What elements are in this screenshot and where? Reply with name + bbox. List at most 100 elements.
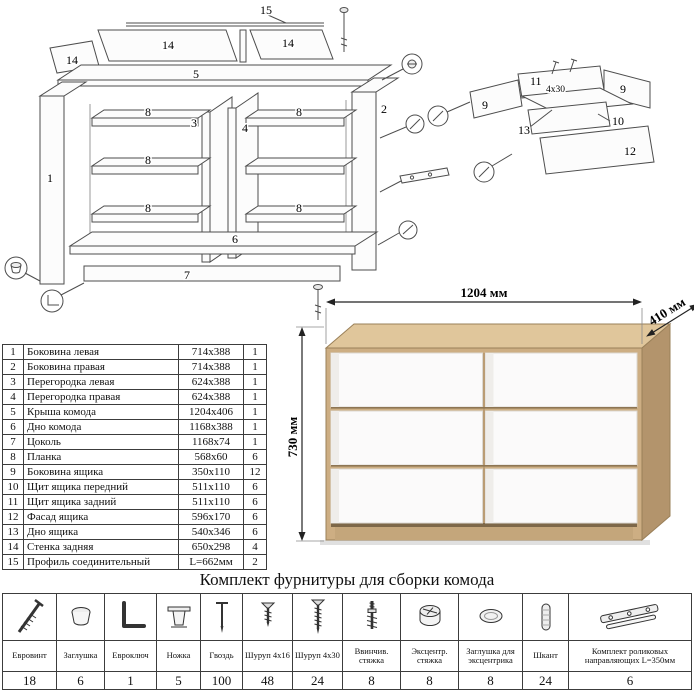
hardware-qty: 8 <box>458 671 523 690</box>
eccentric-cam-icon <box>419 605 440 626</box>
screw-4x16-icon <box>260 602 275 627</box>
hardware-label: Евроключ <box>104 640 157 672</box>
plank-shapes <box>90 109 358 223</box>
height-label: 730 мм <box>286 417 300 458</box>
product-render: 1204 мм 410 мм 730 мм <box>285 282 694 574</box>
drawer-front <box>330 410 483 466</box>
part-number: 10 <box>2 479 24 495</box>
part-number: 11 <box>2 494 24 510</box>
part-name: Щит ящика задний <box>23 494 179 510</box>
part-name: Цоколь <box>23 434 179 450</box>
drawer-side-left-shape <box>469 79 523 119</box>
hardware-label: Ввинчив. стяжка <box>342 640 401 672</box>
hardware-qty: 8 <box>342 671 401 690</box>
hardware-label: Эксцентр. стяжка <box>400 640 459 672</box>
drawer-front-shield-shape <box>527 101 611 135</box>
cap-icon <box>71 607 90 626</box>
part-label-9: 9 <box>482 98 488 112</box>
hardware-qty: 1 <box>104 671 157 690</box>
part-label-13: 13 <box>518 123 530 137</box>
part-qty: 6 <box>243 509 267 525</box>
part-label-1: 1 <box>47 171 53 185</box>
drawer-front <box>485 468 638 524</box>
part-number: 13 <box>2 524 24 540</box>
plinth <box>335 527 633 540</box>
part-number: 6 <box>2 419 24 435</box>
height-dimension: 730 мм <box>285 326 324 542</box>
part-number: 9 <box>2 464 24 480</box>
hardware-qty: 24 <box>522 671 569 690</box>
drawer-front <box>485 352 638 408</box>
hardware-label: Гвоздь <box>200 640 243 672</box>
part-label-14: 14 <box>162 38 174 52</box>
part-name: Дно комода <box>23 419 179 435</box>
right-side-panel-shape <box>350 77 400 271</box>
hardware-label: Шкант <box>522 640 569 672</box>
hardware-label: Комплект роликовых направляющих L=350мм <box>568 640 692 672</box>
part-qty: 6 <box>243 449 267 465</box>
part-number-labels: 15 14 14 14 5 1 2 3 4 8 8 8 8 8 6 7 11 4… <box>46 2 638 284</box>
part-size: L=662мм <box>178 554 244 570</box>
carcass-edges <box>89 100 347 250</box>
part-name: Профиль соединительный <box>23 554 179 570</box>
part-label-3: 3 <box>191 116 197 130</box>
part-number: 5 <box>2 404 24 420</box>
dowel-icon <box>541 603 550 631</box>
part-label-8: 8 <box>145 105 151 119</box>
part-qty: 2 <box>243 554 267 570</box>
hardware-kit-table: Евровинт Заглушка Евроключ Ножка Гвоздь … <box>2 593 692 690</box>
hardware-icons-row <box>2 593 692 641</box>
part-label-6: 6 <box>232 232 238 246</box>
part-name: Боковина ящика <box>23 464 179 480</box>
part-size: 596x170 <box>178 509 244 525</box>
floor-shadow <box>320 540 650 545</box>
part-qty: 6 <box>243 479 267 495</box>
part-label-14: 14 <box>282 36 294 50</box>
part-qty: 4 <box>243 539 267 555</box>
part-qty: 1 <box>243 419 267 435</box>
part-name: Дно ящика <box>23 524 179 540</box>
hardware-qty: 8 <box>400 671 459 690</box>
hardware-qty-row: 18 6 1 5 100 48 24 8 8 8 24 6 <box>2 671 692 690</box>
part-qty: 6 <box>243 524 267 540</box>
part-size: 568x60 <box>178 449 244 465</box>
plinth-shadow <box>331 523 637 527</box>
hardware-qty: 100 <box>200 671 243 690</box>
screw-4x30-icon <box>310 599 325 634</box>
hardware-label: Заглушка <box>56 640 105 672</box>
drawer-fronts <box>330 352 638 524</box>
connecting-profile-shape <box>126 14 324 63</box>
bottom-panel-shape <box>68 231 379 255</box>
drawer-slide-icon <box>600 604 659 630</box>
part-name: Крыша комода <box>23 404 179 420</box>
part-number: 4 <box>2 389 24 405</box>
part-qty: 1 <box>243 359 267 375</box>
part-qty: 1 <box>243 374 267 390</box>
part-name: Перегородка правая <box>23 389 179 405</box>
hardware-qty: 6 <box>56 671 105 690</box>
part-number: 7 <box>2 434 24 450</box>
part-number: 15 <box>2 554 24 570</box>
part-number: 3 <box>2 374 24 390</box>
hardware-labels-row: Евровинт Заглушка Евроключ Ножка Гвоздь … <box>2 640 692 672</box>
eurobolt-icon <box>17 599 44 633</box>
part-label-10: 10 <box>612 114 624 128</box>
hardware-label: Шуруп 4x16 <box>242 640 293 672</box>
part-number: 12 <box>2 509 24 525</box>
hardware-qty: 18 <box>2 671 57 690</box>
part-label-7: 7 <box>184 268 190 282</box>
part-number: 2 <box>2 359 24 375</box>
part-label-8: 8 <box>296 105 302 119</box>
screw-in-bolt-icon <box>366 601 377 629</box>
part-size: 714x388 <box>178 359 244 375</box>
